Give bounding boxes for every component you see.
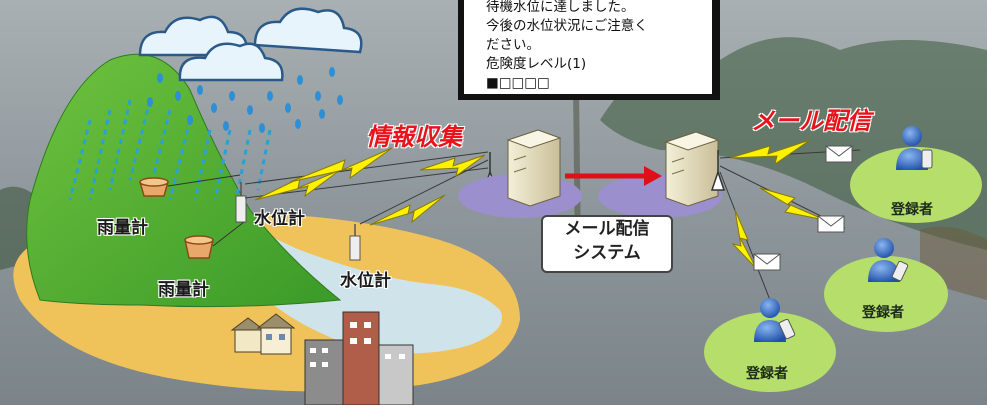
mail-delivery-label: メール配信 [751,107,871,135]
rain-gauge-label: 雨量計 [158,280,209,300]
rain-gauge-icon [184,235,214,259]
lightning-icon [254,147,486,226]
water-gauge-icon [235,182,247,223]
envelope-icon [825,145,853,163]
rain-gauge-icon [139,177,169,197]
server-icon [664,131,720,207]
mail-message-line: ださい。 [486,37,540,53]
person-icon [868,238,909,282]
mail-message-screen: 待機水位に達しました。 今後の水位状況にご注意く ださい。 危険度レベル(1) … [464,0,712,94]
danger-level-indicator: ■□□□□ [486,75,550,91]
info-collection-label: 情報収集 [366,123,462,151]
registrant-pad [824,256,948,332]
city-buildings-icon [304,311,414,405]
envelope-icon [817,215,845,233]
mail-system-label-line2: システム [573,243,641,263]
green-hill [26,53,342,308]
registrant-label: 登録者 [891,202,933,218]
mail-system-label-line1: メール配信 [564,219,650,239]
rain-gauge-label: 雨量計 [97,218,148,238]
envelope-icon [753,253,781,271]
registrant-label: 登録者 [862,305,904,321]
mail-message-line: 危険度レベル(1) [486,56,587,72]
mail-message-line: 今後の水位状況にご注意く [486,18,648,34]
mail-message-line: 待機水位に達しました。 [486,0,635,15]
registrant-pad [704,312,836,392]
mail-message-panel: 待機水位に達しました。 今後の水位状況にご注意く ださい。 危険度レベル(1) … [458,0,720,100]
registrant-label: 登録者 [746,366,788,382]
raindrops [147,67,343,133]
water-gauge-label: 水位計 [340,271,391,291]
houses-icon [230,313,296,355]
arrow-icon [565,166,662,186]
registrant-pad [850,147,982,223]
server-icon [506,129,562,207]
river [175,170,502,354]
water-gauge-label: 水位計 [254,209,305,229]
person-icon [896,126,933,170]
rain-streaks [68,99,272,201]
antenna-icon [710,150,726,191]
data-link-lines [244,151,489,225]
mail-system-box: メール配信 システム [541,215,673,273]
water-gauge-icon [349,224,361,261]
rain-clouds [138,7,363,82]
person-icon [754,298,796,342]
